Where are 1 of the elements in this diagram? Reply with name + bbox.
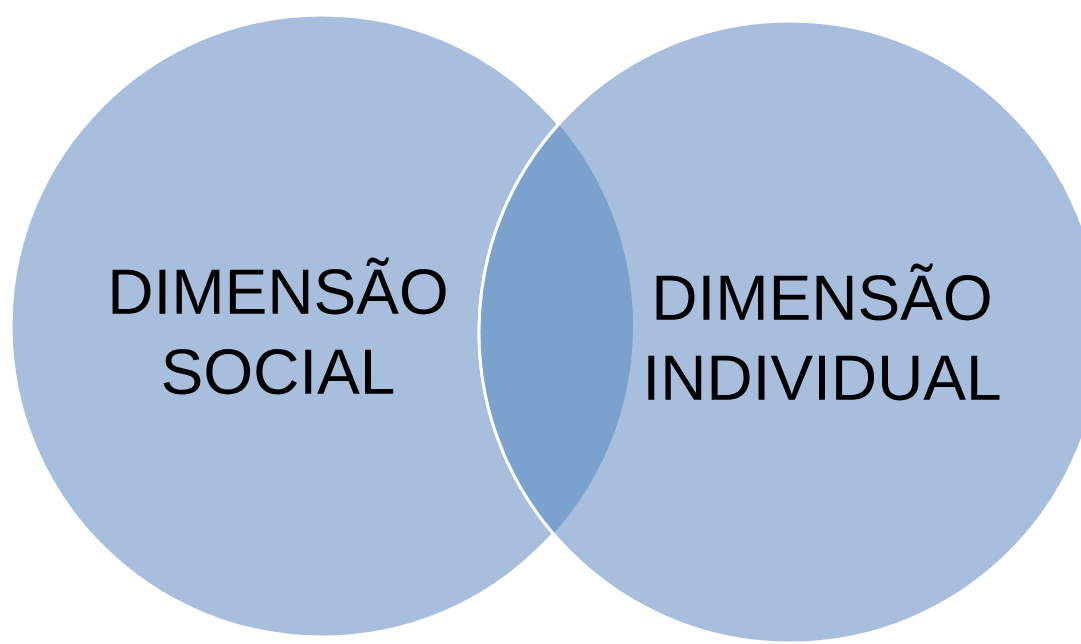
node-label: DIMENSÃO INDIVIDUAL bbox=[648, 263, 1000, 401]
